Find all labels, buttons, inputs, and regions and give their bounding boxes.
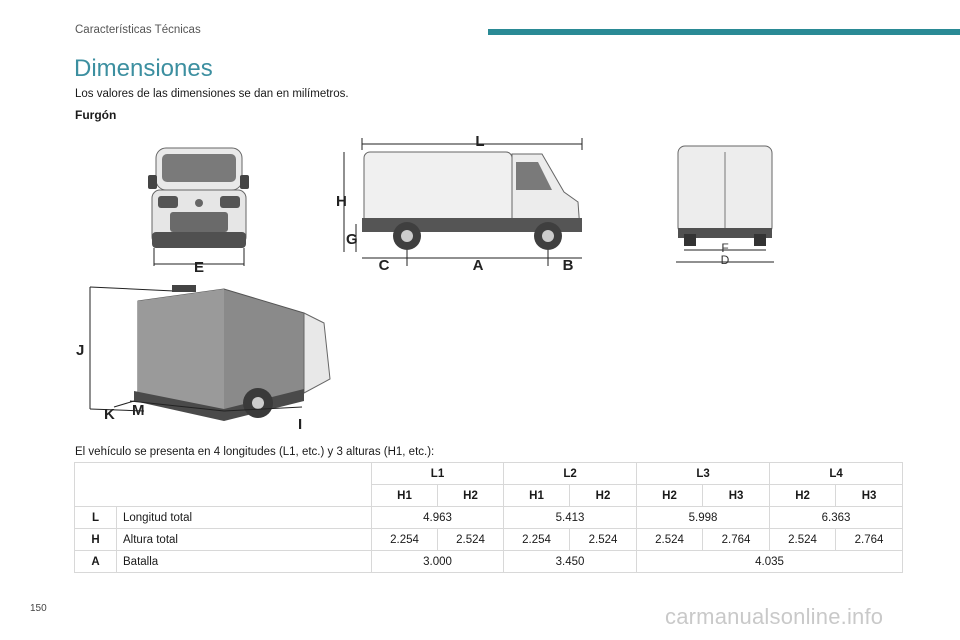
length-header-l1: L1: [370, 462, 505, 485]
dim-label-d: D: [721, 253, 730, 267]
table-cell: 3.000: [370, 550, 505, 573]
van-side-view: L H G C A B: [336, 133, 583, 274]
table-cell: 5.998: [636, 506, 771, 529]
height-header-cell: H1: [371, 484, 438, 507]
height-header-row: H1 H2 H1 H2 H2 H3 H2 H3: [75, 484, 904, 507]
row-code: H: [74, 528, 117, 551]
van-rear-view: F D: [676, 145, 774, 267]
section-header: Características Técnicas: [75, 24, 201, 36]
row-label: Altura total: [116, 528, 372, 551]
van-front-view: E: [148, 147, 249, 275]
dim-label-j: J: [76, 342, 84, 359]
intro-text: Los valores de las dimensiones se dan en…: [75, 88, 349, 100]
table-row-height: H Altura total 2.254 2.524 2.254 2.524 2…: [74, 528, 904, 551]
length-header-l4: L4: [769, 462, 904, 485]
table-cell: 2.764: [835, 528, 904, 551]
header-accent-bar: [488, 29, 960, 35]
van-perspective-view: J K M I: [76, 285, 331, 433]
dim-label-b: B: [563, 257, 574, 274]
height-header-cell: H2: [636, 484, 704, 507]
dimensions-table: L1 L2 L3 L4 H1 H2 H1 H2 H2 H3 H2 H3 L Lo…: [74, 462, 904, 573]
table-cell: 2.524: [636, 528, 704, 551]
row-code: L: [74, 506, 117, 529]
dim-label-e: E: [194, 259, 204, 275]
dim-label-k: K: [104, 406, 115, 423]
dim-label-c: C: [379, 257, 390, 274]
table-cell: 2.254: [503, 528, 571, 551]
table-row-length: L Longitud total 4.963 5.413 5.998 6.363: [74, 506, 904, 529]
length-header-row: L1 L2 L3 L4: [74, 462, 904, 507]
table-cell: 2.524: [769, 528, 837, 551]
watermark: carmanualsonline.info: [665, 604, 884, 629]
row-code: A: [74, 550, 117, 573]
row-label: Longitud total: [116, 506, 372, 529]
table-row-wheelbase: A Batalla 3.000 3.450 4.035: [74, 550, 904, 573]
subheading: Furgón: [75, 108, 117, 122]
table-cell: 6.363: [769, 506, 904, 529]
table-note: El vehículo se presenta en 4 longitudes …: [75, 446, 435, 458]
dim-label-a: A: [473, 257, 484, 274]
dim-label-g: G: [346, 231, 358, 248]
height-header-cell: H1: [503, 484, 571, 507]
length-header-l2: L2: [503, 462, 638, 485]
table-cell: 2.524: [569, 528, 638, 551]
header-empty-cell: [74, 462, 372, 507]
length-header-l3: L3: [636, 462, 771, 485]
height-header-cell: H3: [835, 484, 904, 507]
row-label: Batalla: [116, 550, 372, 573]
height-header-cell: H2: [569, 484, 638, 507]
dim-label-m: M: [132, 402, 145, 419]
table-cell: 3.450: [503, 550, 638, 573]
page-number: 150: [30, 603, 47, 614]
dim-label-i: I: [298, 416, 302, 433]
height-header-cell: H2: [769, 484, 837, 507]
table-cell: 2.254: [371, 528, 438, 551]
height-header-cell: H3: [702, 484, 771, 507]
table-cell: 4.035: [636, 550, 904, 573]
page-title: Dimensiones: [74, 55, 213, 82]
height-header-cell: H2: [436, 484, 505, 507]
dim-label-h: H: [336, 193, 347, 210]
dim-label-f: F: [721, 241, 728, 255]
dim-label-l: L: [475, 133, 484, 150]
table-cell: 4.963: [370, 506, 505, 529]
table-cell: 2.764: [702, 528, 771, 551]
table-cell: 5.413: [503, 506, 638, 529]
table-cell: 2.524: [436, 528, 505, 551]
